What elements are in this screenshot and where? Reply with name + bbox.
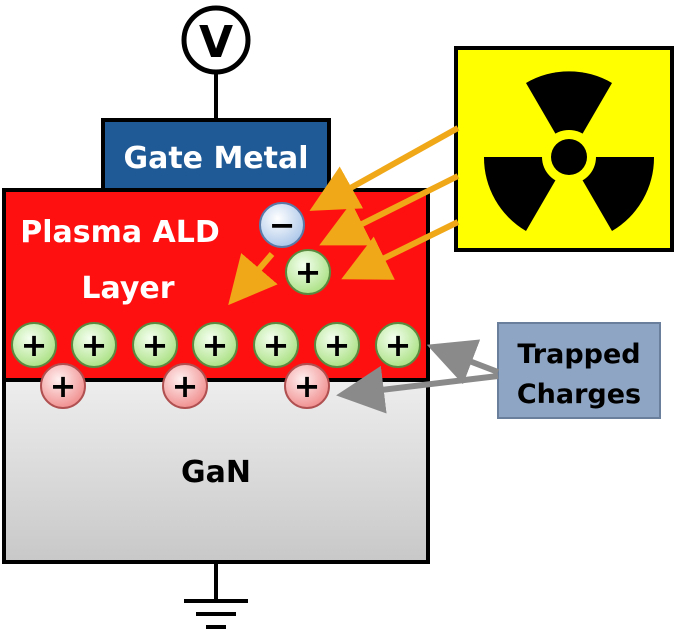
- radiation-arrows: [228, 125, 460, 306]
- trapped-charges-arrow: [426, 339, 500, 385]
- interface-charges-row: + + + + + + +: [11, 322, 421, 368]
- positive-charge: +: [71, 322, 117, 368]
- substrate-charges-row: + + +: [40, 363, 330, 409]
- ground-icon: [184, 562, 248, 629]
- radiation-arrow: [228, 252, 278, 306]
- trapped-charges-box: [497, 322, 661, 419]
- ald-label-line1: Plasma ALD: [20, 215, 220, 250]
- gate-metal-label: Gate Metal: [123, 141, 308, 176]
- positive-charge: +: [253, 322, 299, 368]
- trapped-charges-arrows: [336, 339, 500, 414]
- positive-charge: +: [11, 322, 57, 368]
- positive-charge: +: [192, 322, 238, 368]
- svg-text:+: +: [295, 253, 322, 291]
- radiation-arrow: [341, 219, 460, 280]
- radiation-arrow: [309, 125, 460, 211]
- negative-charge: −: [259, 202, 305, 248]
- trapped-charges-line2: Charges: [517, 379, 641, 410]
- svg-text:−: −: [269, 206, 296, 244]
- svg-text:+: +: [21, 326, 48, 364]
- positive-charge: +: [375, 322, 421, 368]
- svg-text:+: +: [202, 326, 229, 364]
- radiation-icon: [454, 46, 674, 252]
- svg-text:+: +: [324, 326, 351, 364]
- positive-charge: +: [284, 363, 330, 409]
- ald-label-line2: Layer: [81, 271, 174, 306]
- voltmeter-symbol: V: [199, 17, 233, 68]
- trapped-charges-line1: Trapped: [517, 339, 640, 370]
- radiation-arrow: [319, 173, 460, 246]
- gan-label: GaN: [181, 455, 251, 490]
- positive-charge: +: [40, 363, 86, 409]
- trapped-charges-arrow: [336, 365, 499, 414]
- svg-text:+: +: [172, 367, 199, 405]
- voltmeter-icon: V: [181, 5, 251, 120]
- svg-text:+: +: [263, 326, 290, 364]
- positive-charge: +: [162, 363, 208, 409]
- svg-text:+: +: [385, 326, 412, 364]
- gate-metal-block: [101, 118, 331, 192]
- positive-charge: +: [285, 249, 331, 295]
- svg-text:+: +: [81, 326, 108, 364]
- svg-text:+: +: [294, 367, 321, 405]
- svg-text:+: +: [142, 326, 169, 364]
- positive-charge: +: [314, 322, 360, 368]
- svg-text:+: +: [50, 367, 77, 405]
- positive-charge: +: [132, 322, 178, 368]
